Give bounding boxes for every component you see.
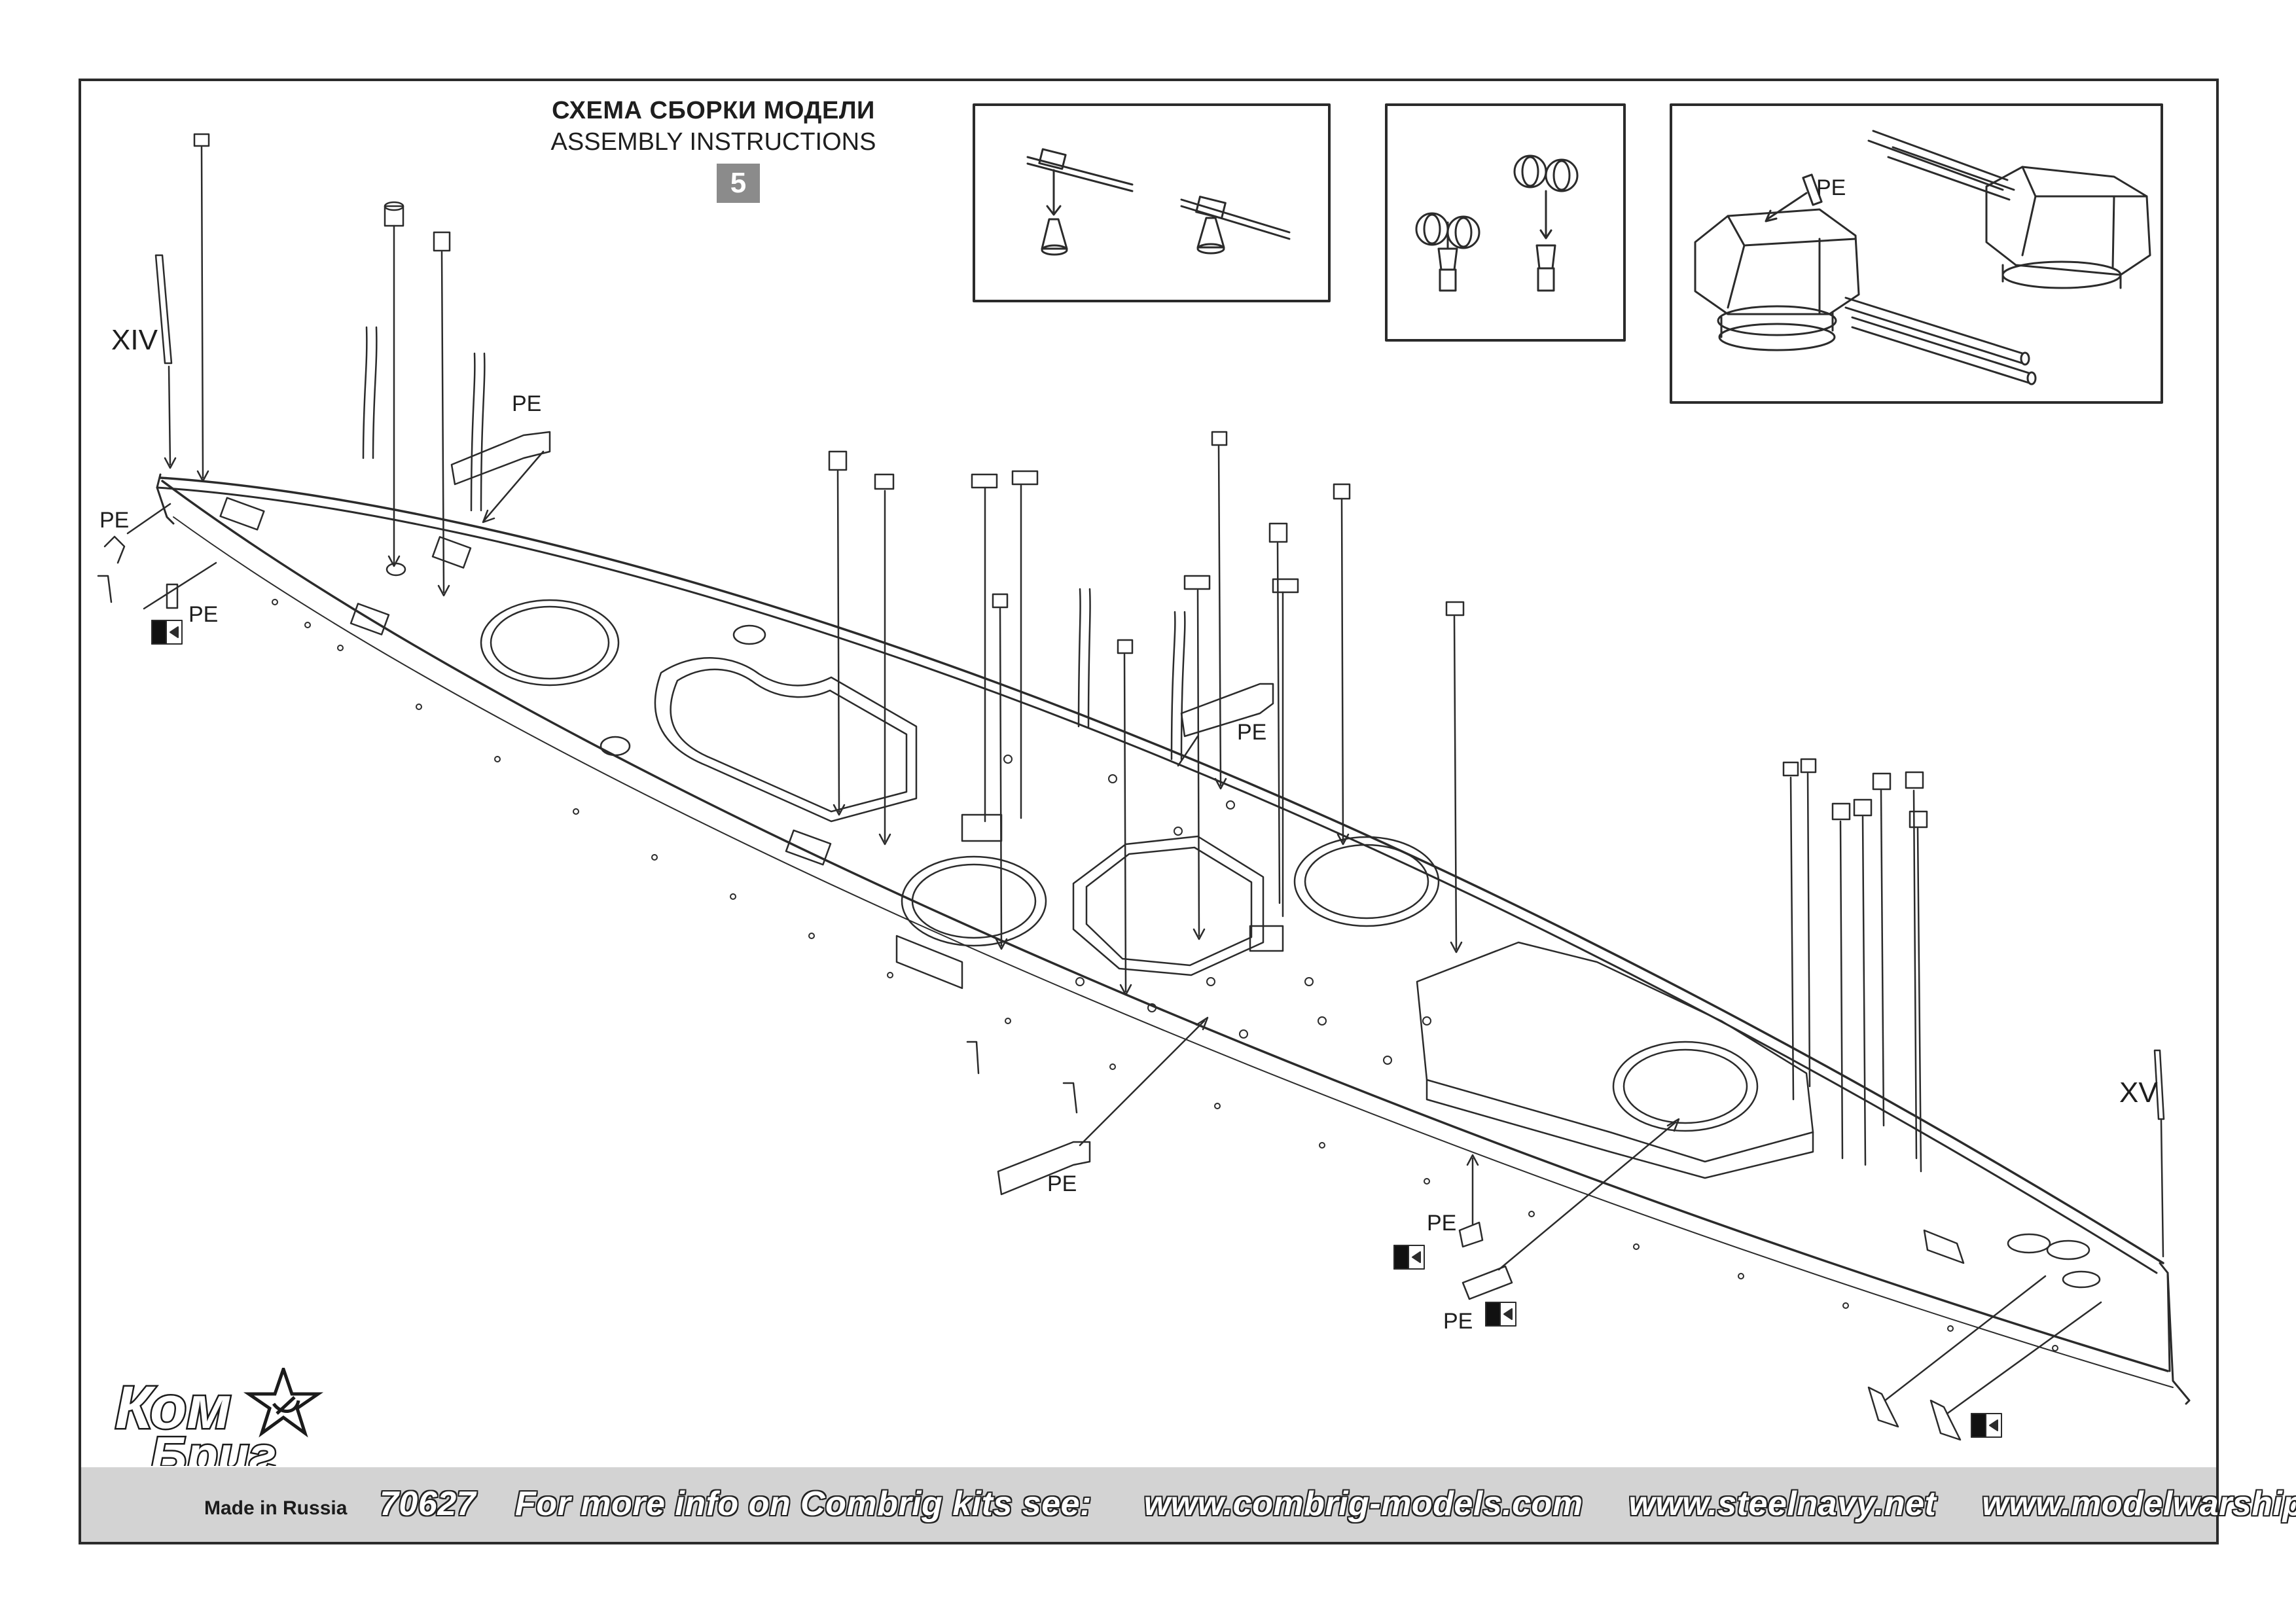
detail-inset-turrets	[1670, 103, 2163, 404]
pe-label-inset: PE	[1816, 175, 1846, 200]
pe-label-side-2: PE	[1443, 1309, 1473, 1334]
pe-label-stern-lower: PE	[188, 602, 219, 627]
portholes	[272, 599, 2058, 1351]
sheet-frame	[79, 79, 2219, 1544]
url-steelnavy[interactable]: www.steelnavy.net	[1628, 1485, 1937, 1523]
step-number-badge: 5	[717, 164, 760, 203]
deck-features	[219, 497, 2101, 1289]
hammer-sickle-icon	[272, 1396, 300, 1415]
detail-inset-searchlights	[1385, 103, 1626, 342]
logo-line-2: Бриг	[151, 1426, 276, 1466]
info-text: For more info on Combrig kits see:	[515, 1485, 1092, 1523]
title-english: ASSEMBLY INSTRUCTIONS	[550, 128, 876, 156]
url-modelwarships[interactable]: www.modelwarships.com	[1982, 1485, 2296, 1523]
made-in-russia: Made in Russia	[204, 1497, 348, 1519]
combrig-logo: Ком Бриг	[114, 1368, 324, 1466]
ship-hull	[156, 473, 2191, 1405]
pe-label-side-1: PE	[1427, 1211, 1457, 1236]
assembly-parts	[97, 133, 2165, 1441]
pe-label-crane: PE	[512, 391, 542, 416]
orientation-key-icons	[151, 620, 2002, 1438]
footer-band	[81, 1467, 2216, 1542]
title-russian: СХЕМА СБОРКИ МОДЕЛИ	[552, 97, 875, 124]
logo-line-1: Ком	[115, 1374, 231, 1441]
url-combrig[interactable]: www.combrig-models.com	[1143, 1485, 1583, 1523]
bow-marker-label: XV	[2119, 1077, 2158, 1109]
detail-inset-mast-arm	[973, 103, 1331, 302]
pe-label-lower-arm: PE	[1047, 1171, 1077, 1196]
stern-marker-label: XIV	[111, 324, 158, 356]
kit-number: 70627	[380, 1485, 476, 1523]
pe-label-stern-upper: PE	[99, 508, 130, 533]
star-icon	[243, 1368, 324, 1438]
pe-label-midship: PE	[1237, 720, 1267, 745]
footer-info-line: 70627 For more info on Combrig kits see:…	[380, 1484, 2296, 1524]
